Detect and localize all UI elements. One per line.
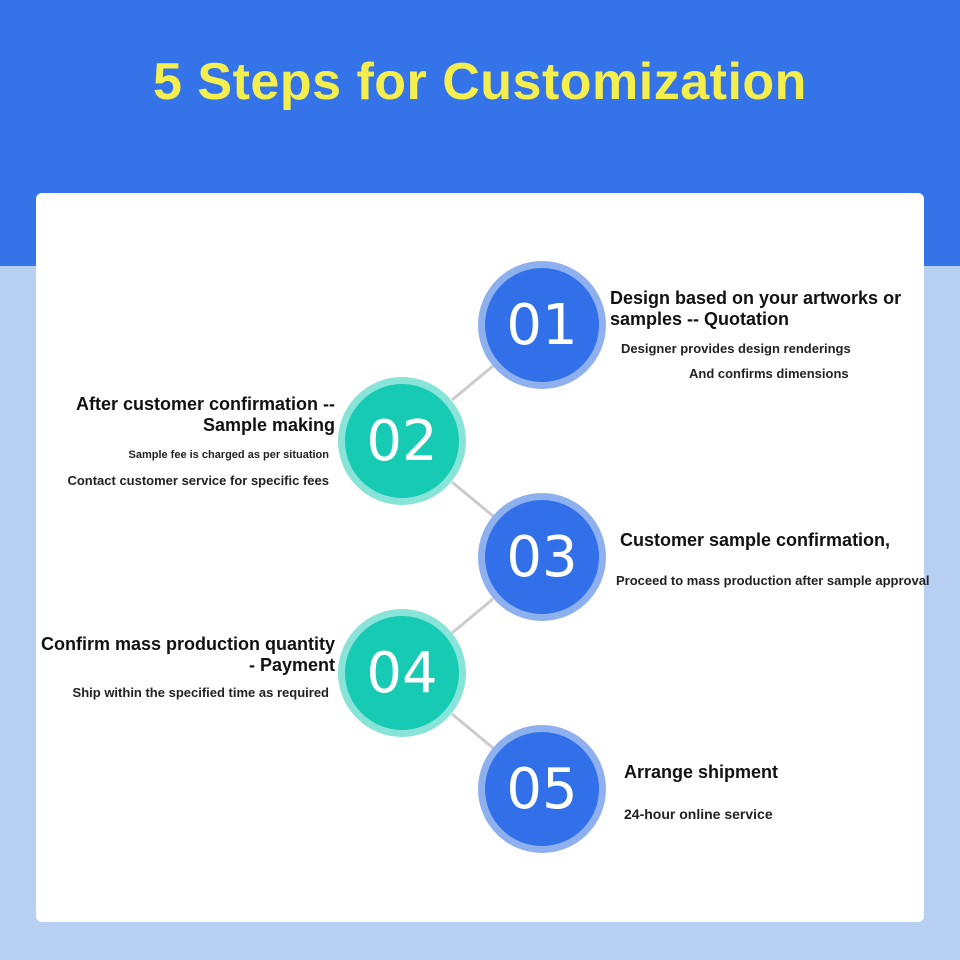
step-04-title: Confirm mass production quantity - Payme… (40, 634, 335, 676)
step-01-number: 01 (506, 292, 578, 358)
step-02-desc-line-2: Contact customer service for specific fe… (67, 473, 329, 488)
step-04-desc-line-1: Ship within the specified time as requir… (72, 685, 329, 700)
step-01-title-line-2: samples -- Quotation (610, 309, 790, 329)
step-03-number: 03 (506, 524, 578, 590)
step-03-circle: 03 (485, 500, 599, 614)
step-02-title-line-1: After customer confirmation -- (75, 394, 335, 414)
connector-01-02 (451, 364, 494, 402)
step-05-title-line-1: Arrange shipment (624, 762, 779, 782)
step-04-title-line-1: Confirm mass production quantity (40, 634, 335, 654)
step-04-circle: 04 (345, 616, 459, 730)
step-04-title-line-2: - Payment (248, 655, 335, 675)
step-04-number: 04 (366, 640, 438, 706)
step-02-title-line-2: Sample making (202, 415, 335, 435)
steps-card (36, 193, 924, 922)
page-title: 5 Steps for Customization (153, 53, 807, 111)
connector-03-04 (451, 597, 494, 635)
step-02-title: After customer confirmation -- Sample ma… (40, 394, 335, 436)
step-01-desc-line-2: And confirms dimensions (689, 366, 849, 381)
step-02-desc-line-1: Sample fee is charged as per situation (128, 449, 329, 461)
step-02-circle: 02 (345, 384, 459, 498)
step-05-circle: 05 (485, 732, 599, 846)
connector-04-05 (451, 712, 494, 750)
step-03-title-line-1: Customer sample confirmation, (620, 530, 891, 550)
connector-02-03 (451, 480, 494, 518)
step-01-title: Design based on your artworks or samples… (610, 288, 901, 330)
step-05-desc-line-1: 24-hour online service (624, 806, 773, 822)
step-03-title: Customer sample confirmation, (620, 530, 890, 551)
step-03-desc-line-1: Proceed to mass production after sample … (616, 573, 930, 588)
step-01-title-line-1: Design based on your artworks or (610, 288, 902, 308)
step-01-circle: 01 (485, 268, 599, 382)
step-05-title: Arrange shipment (624, 762, 778, 783)
step-05-number: 05 (506, 756, 578, 822)
step-01-desc-line-1: Designer provides design renderings (621, 341, 851, 356)
step-02-number: 02 (366, 408, 438, 474)
